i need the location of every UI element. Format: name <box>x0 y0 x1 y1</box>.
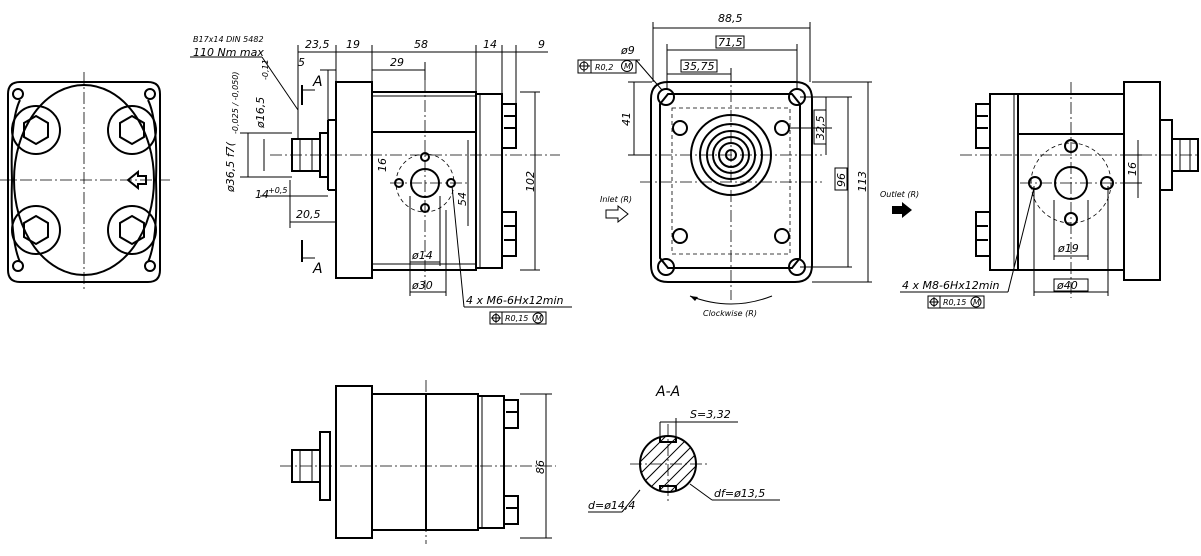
dim-d-spline: d=ø14,4 <box>588 499 635 512</box>
dim-96: 96 <box>835 173 848 187</box>
dim-16-5: ø16,5 <box>254 97 267 129</box>
dim-102: 102 <box>524 171 537 192</box>
tol-top-mod: M <box>624 62 631 71</box>
dim-36-5-tol: -0,025 / -0,050) <box>231 72 240 134</box>
right-view <box>900 81 1200 298</box>
rotation-label: Clockwise (R) <box>703 309 757 318</box>
dim-phi19: ø19 <box>1057 242 1079 255</box>
section-mark-top: A <box>312 74 323 90</box>
dim-23-5: 23,5 <box>305 38 330 51</box>
basic-dim-box-phi40 <box>1053 278 1089 292</box>
tol-outlet-mod: M <box>973 298 980 307</box>
dim-5: 5 <box>298 56 305 69</box>
rear-view <box>0 72 170 290</box>
tolerance-frame-outlet <box>927 295 985 309</box>
dim-58: 58 <box>414 38 428 51</box>
tol-inlet-mod: M <box>535 314 542 323</box>
dim-16-5-tol: -0,11 <box>261 59 270 80</box>
dim-14: 14 <box>483 38 497 51</box>
tolerance-frame-top <box>577 59 637 74</box>
outlet-label: Outlet (R) <box>880 190 919 199</box>
dim-35-75: 35,75 <box>683 60 715 73</box>
dim-19: 19 <box>346 38 360 51</box>
section-mark-bottom: A <box>312 261 323 277</box>
dim-71-5: 71,5 <box>718 36 743 49</box>
side-view <box>190 45 572 308</box>
dim-29: 29 <box>390 56 404 69</box>
dim-14-tol-sup: +0,5 <box>268 186 287 195</box>
tol-top: R0,2 <box>595 63 613 72</box>
shaft-spec-2: 110 Nm max <box>193 46 264 59</box>
inlet-arrow-icon <box>605 204 629 224</box>
outlet-arrow-icon <box>892 202 912 218</box>
front-view <box>620 22 872 305</box>
inlet-label: Inlet (R) <box>600 195 632 204</box>
basic-dim-box-71-5 <box>715 35 745 49</box>
dim-36-5: ø36,5 f7( <box>224 141 237 193</box>
basic-dim-box-35-75 <box>680 59 718 73</box>
dim-phi40: ø40 <box>1056 279 1078 292</box>
dim-14-tol: 14 <box>255 188 269 201</box>
tol-outlet: R0,15 <box>943 298 966 307</box>
dim-phi30: ø30 <box>411 279 433 292</box>
tolerance-frame-inlet <box>489 311 547 325</box>
dim-113: 113 <box>856 171 869 192</box>
dim-32-5: 32,5 <box>814 116 827 141</box>
shaft-spec-1: B17x14 DIN 5482 <box>193 35 264 44</box>
dim-16-right: 16 <box>1126 162 1139 176</box>
dim-16-side: 16 <box>376 158 389 172</box>
dim-9: 9 <box>538 38 545 51</box>
dim-41: 41 <box>620 112 633 126</box>
thread-inlet: 4 x M6-6Hx12min <box>466 294 564 307</box>
dim-20-5: 20,5 <box>296 208 321 221</box>
basic-dim-box-96 <box>834 167 848 191</box>
dim-s-spline: S=3,32 <box>690 408 731 421</box>
thread-outlet: 4 x M8-6Hx12min <box>902 279 1000 292</box>
dim-phi9: ø9 <box>620 44 635 57</box>
dim-54: 54 <box>456 192 469 206</box>
dim-86: 86 <box>534 460 547 474</box>
bottom-view <box>280 380 556 544</box>
tol-inlet: R0,15 <box>505 314 528 323</box>
section-title: A-A <box>655 384 680 400</box>
basic-dim-box-32-5 <box>813 109 827 145</box>
dim-88-5: 88,5 <box>718 12 743 25</box>
dim-phi14: ø14 <box>411 249 433 262</box>
dim-df-spline: df=ø13,5 <box>714 487 765 500</box>
